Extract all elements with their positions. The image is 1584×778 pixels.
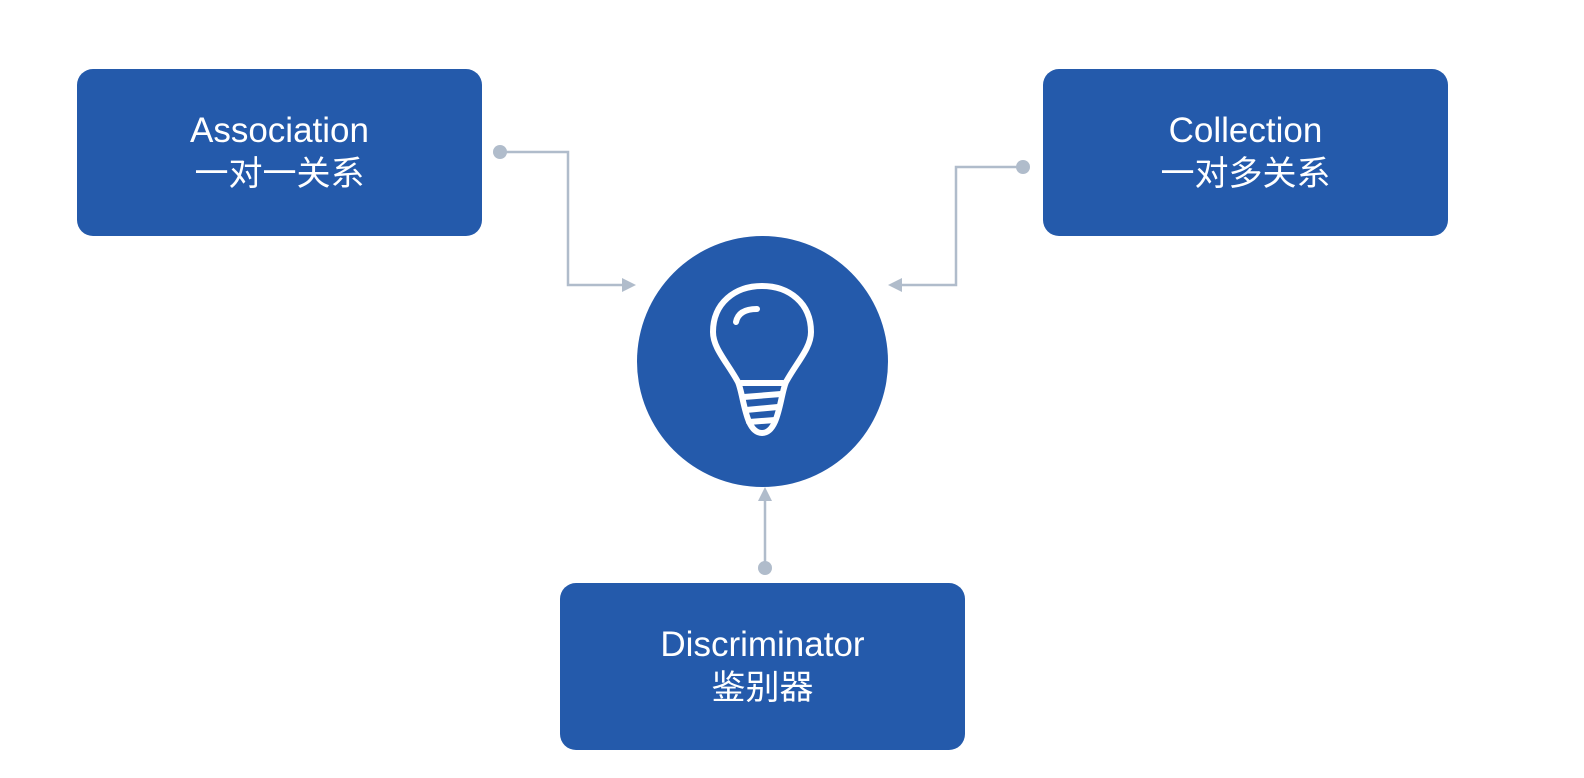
connector-dot-collection <box>1016 160 1030 174</box>
connector-dot-association <box>493 145 507 159</box>
connector-association <box>500 150 625 287</box>
node-title: Collection <box>1168 110 1323 150</box>
arrow-head-up-icon <box>758 487 772 501</box>
node-association: Association 一对一关系 <box>77 69 482 236</box>
node-collection: Collection 一对多关系 <box>1043 69 1448 236</box>
node-title: Association <box>190 110 369 150</box>
node-subtitle: 鉴别器 <box>711 667 814 708</box>
connector-dot-discriminator <box>758 561 772 575</box>
hub-circle <box>637 236 888 487</box>
node-subtitle: 一对一关系 <box>194 153 365 194</box>
arrow-head-left-icon <box>888 278 902 292</box>
connector-collection <box>900 165 1023 287</box>
lightbulb-icon <box>710 283 814 436</box>
node-subtitle: 一对多关系 <box>1160 153 1331 194</box>
node-title: Discriminator <box>660 624 865 664</box>
node-discriminator: Discriminator 鉴别器 <box>560 583 965 750</box>
arrow-head-right-icon <box>622 278 636 292</box>
